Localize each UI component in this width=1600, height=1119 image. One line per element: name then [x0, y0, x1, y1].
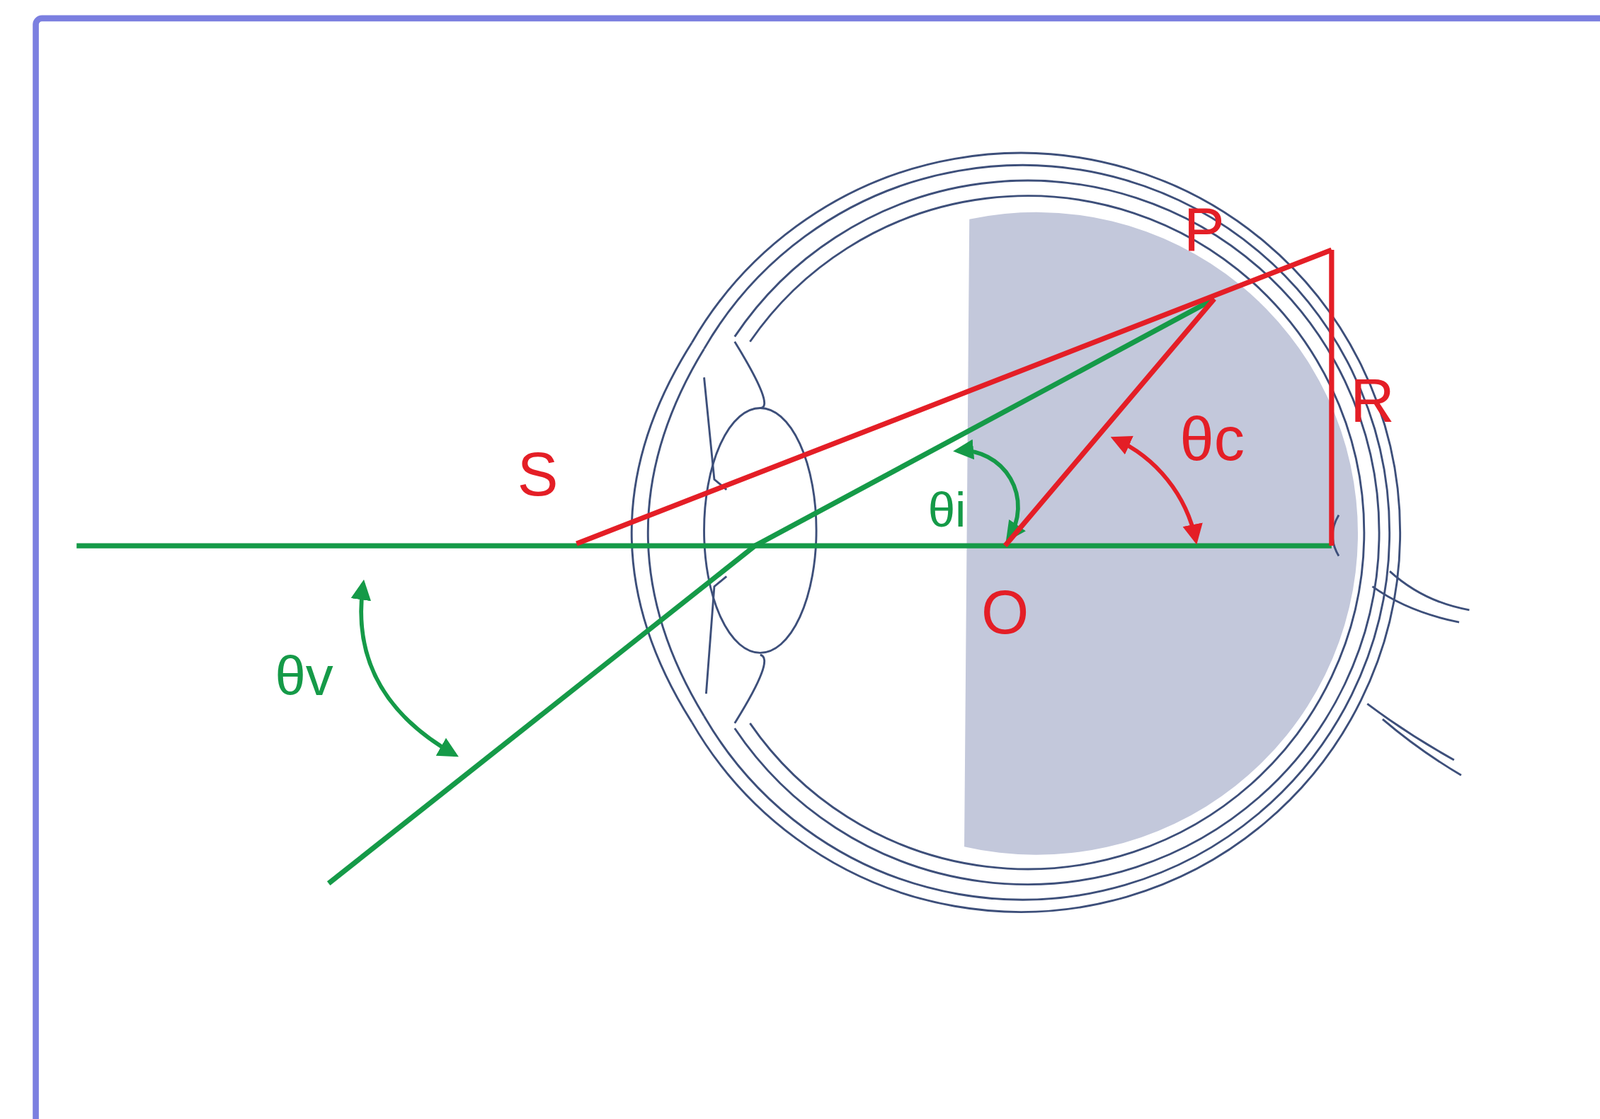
radius-line: [1328, 249, 1334, 546]
incoming-ray: [328, 545, 755, 884]
tangent-line: [576, 249, 1331, 544]
iris-lower: [705, 576, 727, 694]
point-label: S: [517, 443, 559, 505]
ciliary-lower: [734, 654, 765, 724]
lens: [704, 407, 817, 653]
red-geometry: [576, 249, 1331, 546]
angle-label: θc: [1180, 408, 1245, 470]
point-label: R: [1350, 370, 1394, 432]
green-rays: [76, 298, 1332, 884]
retina-layer: [749, 196, 1364, 870]
cornea: [631, 342, 692, 723]
angle-arc: [957, 450, 1019, 539]
eye-outline: [631, 152, 1470, 912]
optical-axis: [76, 543, 1332, 548]
sclera-inner: [704, 164, 1390, 900]
ciliary-upper: [734, 341, 765, 409]
point-label: P: [1183, 198, 1225, 260]
refracted-ray: [755, 298, 1215, 546]
frame: [36, 18, 1600, 1119]
optic-nerve-sheath: [1389, 571, 1470, 611]
point-label: O: [981, 581, 1029, 643]
angle-arc: [361, 583, 456, 755]
optic-nerve-lower: [1367, 703, 1455, 760]
cornea-inner: [647, 349, 704, 717]
optic-nerve-sheath: [1382, 719, 1462, 776]
angle-label: θi: [928, 485, 967, 535]
iris-upper: [704, 377, 728, 490]
angle-label: θv: [274, 649, 333, 705]
choroid: [734, 180, 1380, 885]
